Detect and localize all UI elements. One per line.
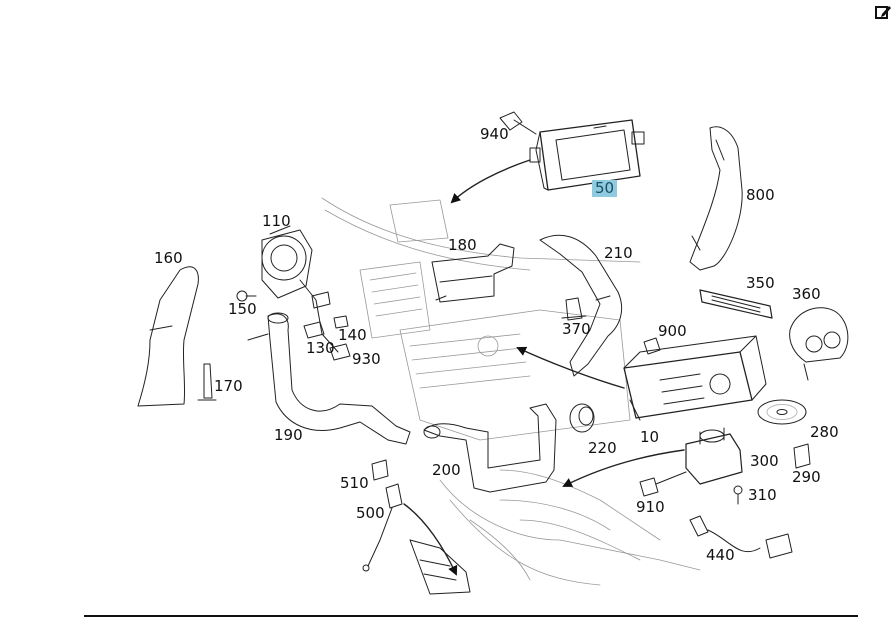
part-440-cable (689, 515, 793, 559)
callout-360: 360 (792, 285, 821, 303)
callout-290: 290 (792, 468, 821, 486)
callout-130: 130 (306, 339, 335, 357)
callout-900: 900 (658, 322, 687, 340)
part-910-connector (639, 471, 687, 497)
part-bracket (409, 539, 471, 595)
part-510-module (371, 459, 389, 481)
part-350-remote (699, 289, 773, 319)
part-150-screw (236, 290, 257, 302)
callout-500: 500 (356, 504, 385, 522)
callout-280: 280 (810, 423, 839, 441)
callout-160: 160 (154, 249, 183, 267)
callout-110: 110 (262, 212, 291, 230)
callout-50[interactable]: 50 (592, 180, 618, 197)
part-500-sensor (362, 483, 403, 572)
callout-170: 170 (214, 377, 243, 395)
part-800-trim (689, 126, 743, 271)
dashboard-outline (321, 197, 701, 586)
arrow-head-unit (516, 346, 625, 389)
arrow-display (450, 159, 531, 204)
callout-150: 150 (228, 300, 257, 318)
part-280-disc (757, 399, 807, 425)
part-290-card (793, 443, 811, 469)
part-130-140-930 (247, 279, 351, 361)
part-210-duct (539, 234, 623, 377)
part-170-clip (197, 363, 217, 401)
callout-300: 300 (750, 452, 779, 470)
callout-10: 10 (640, 428, 660, 446)
arrow-controller (562, 449, 685, 487)
part-110-blower (261, 225, 313, 299)
callout-220: 220 (588, 439, 617, 457)
part-10-head-unit (623, 335, 767, 421)
callout-800: 800 (746, 186, 775, 204)
part-900-connector (643, 337, 661, 355)
edit-button[interactable] (874, 3, 892, 21)
callout-140: 140 (338, 326, 367, 344)
part-940-connector (499, 111, 537, 135)
part-300-controller (685, 427, 743, 485)
callout-210: 210 (604, 244, 633, 262)
part-50-display-unit (529, 119, 645, 191)
callout-180: 180 (448, 236, 477, 254)
part-220-knob (569, 403, 595, 433)
arrow-sensor (403, 503, 458, 576)
callout-910: 910 (636, 498, 665, 516)
callout-930: 930 (352, 350, 381, 368)
part-370-clip (561, 297, 587, 321)
edit-icon (875, 6, 891, 19)
part-160-duct (137, 266, 199, 407)
callout-310: 310 (748, 486, 777, 504)
bottom-divider (84, 615, 858, 617)
part-180-vent (431, 243, 515, 303)
callout-510: 510 (340, 474, 369, 492)
part-190-duct (267, 312, 411, 445)
part-310-screw (733, 485, 743, 505)
callout-200: 200 (432, 461, 461, 479)
part-360-headphones (789, 307, 849, 381)
callout-940: 940 (480, 125, 509, 143)
callout-440: 440 (706, 546, 735, 564)
callout-350: 350 (746, 274, 775, 292)
callout-190: 190 (274, 426, 303, 444)
callout-370: 370 (562, 320, 591, 338)
part-200-console-frame (423, 403, 557, 493)
